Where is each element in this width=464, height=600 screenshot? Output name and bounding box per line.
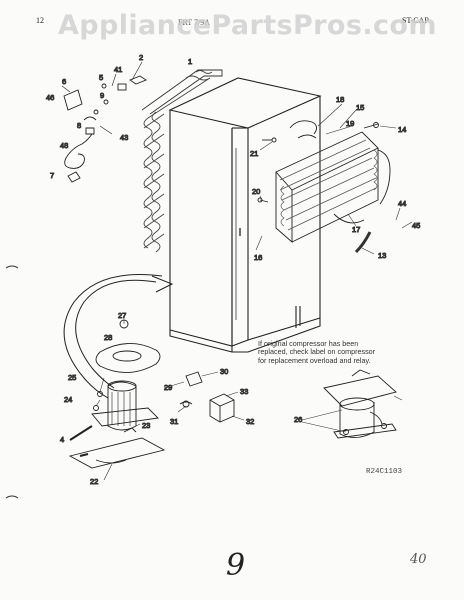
callout-number: 1 [188,57,192,66]
callout-number: 23 [142,421,150,430]
callout-number: 27 [118,311,126,320]
callout-numbers: 2 41 6 46 5 9 8 43 48 7 1 18 15 19 14 21… [46,53,421,487]
callout-number: 21 [250,149,258,158]
callout-number: 15 [356,103,364,112]
callout-number: 19 [346,119,354,128]
handwritten-corner-mark: 40 [410,552,427,567]
diagram-code: R24C1103 [366,468,403,476]
callout-number: 4 [60,435,64,444]
callout-number: 28 [104,333,112,342]
callout-number: 33 [240,387,248,396]
callout-number: 43 [120,133,128,142]
control-parts-group [61,61,147,183]
margin-mark [5,495,19,499]
callout-number: 7 [50,171,54,180]
refrigerator-cabinet [168,77,322,353]
callout-number: 2 [139,53,143,62]
callout-number: 30 [220,367,228,376]
leader-lines [95,103,413,481]
callout-number: 31 [170,417,178,426]
callout-number: 22 [90,477,98,486]
margin-mark [5,265,19,269]
callout-number: 46 [46,93,54,102]
callout-number: 17 [352,225,360,234]
replacement-compressor [323,369,397,439]
callout-number: 44 [398,199,406,208]
callout-number: 5 [99,73,103,82]
section-label: ST-CAP [402,16,429,25]
callout-number: 13 [378,251,386,260]
callout-number: 14 [398,125,406,134]
callout-number: 8 [77,121,81,130]
assembly-arrow [63,273,174,399]
callout-number: 32 [246,417,254,426]
callout-number: 9 [100,91,104,100]
callout-number: 41 [114,65,122,74]
condenser-coil [141,69,223,253]
handwritten-page-mark: 9 [226,548,246,583]
compressor-note: If original compressor has been replaced… [258,339,376,365]
compressor-group [68,319,235,469]
callout-number: 18 [336,95,344,104]
callout-number: 45 [412,221,420,230]
evaporator-coil [275,120,391,254]
callout-number: 26 [294,415,302,424]
callout-number: 16 [254,253,262,262]
page-number: 12 [36,16,44,25]
callout-number: 25 [68,373,76,382]
watermark: AppliancePartsPros.com [58,10,437,41]
screws [257,137,277,203]
callout-number: 20 [252,187,260,196]
model-label: FRT 7/9A [178,18,211,27]
callout-number: 48 [60,141,68,150]
callout-number: 6 [62,77,66,86]
callout-number: 24 [64,395,72,404]
callout-number: 29 [164,383,172,392]
